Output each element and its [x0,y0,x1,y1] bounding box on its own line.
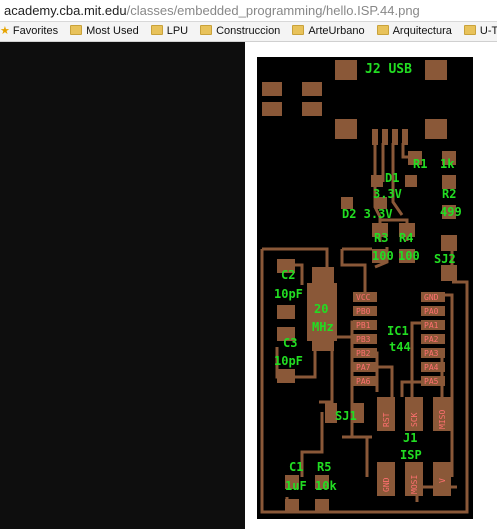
r2-label: R2 [442,187,456,201]
ic1-pin-vcc: VCC [356,293,371,302]
ic1-pin-pb0: PB0 [356,307,371,316]
url-path: /classes/embedded_programming/hello.ISP.… [126,3,420,18]
ic1-pin-pa0: PA0 [424,307,439,316]
crystal-label: 20 [314,302,328,316]
sj2-label: SJ2 [434,252,456,266]
ic1-pin-pb2: PB2 [356,349,371,358]
r3-value: 100 [372,249,394,263]
component-labels: J2 USB R1 1k D1 3.3V R2 499 D2 3.3V R3 R… [274,62,462,493]
ic1-pin-pa1: PA1 [424,321,439,330]
j1-label: J1 [403,431,417,445]
bookmark-construccion[interactable]: Construccion [200,22,280,41]
d2-label: D2 3.3V [342,207,393,221]
j1-value: ISP [400,448,422,462]
c3-label: C3 [283,336,297,350]
folder-icon [200,25,213,35]
r5-value: 10k [315,479,337,493]
folder-icon [463,25,476,35]
c2-value: 10pF [274,287,303,301]
r4-label: R4 [399,231,413,245]
isp-v-label: V [438,478,447,483]
ic1-pin-pa5: PA5 [424,377,439,386]
ic1-pin-pa7: PA7 [356,363,371,372]
crystal-unit: MHz [312,320,334,334]
isp-miso-label: MISO [438,410,447,429]
ic1-pin-pa2: PA2 [424,335,439,344]
pcb-board-image: J2 USB R1 1k D1 3.3V R2 499 D2 3.3V R3 R… [257,57,473,519]
ic1-pin-pb1: PB1 [356,321,371,330]
bookmark-u-tt[interactable]: U-TT [463,22,497,41]
ic1-pin-pa4: PA4 [424,363,439,372]
ic1-pin-pa3: PA3 [424,349,439,358]
ic1-label: IC1 [387,324,409,338]
address-bar[interactable]: academy.cba.mit.edu/classes/embedded_pro… [0,0,497,22]
bookmark-most-used[interactable]: Most Used [70,22,139,41]
isp-mosi-label: MOSI [410,475,419,494]
folder-icon [376,25,389,35]
isp-rst-label: RST [382,412,391,427]
folder-icon [70,25,83,35]
folder-icon [150,25,163,35]
r4-value: 100 [398,249,420,263]
star-icon: ★ [0,25,10,37]
bookmark-arteurbano[interactable]: ArteUrbano [292,22,365,41]
c1-label: C1 [289,460,303,474]
c1-value: 1uF [285,479,307,493]
isp-pin-labels: RST SCK MISO GND MOSI V [382,410,447,494]
ic1-pin-gnd: GND [424,293,439,302]
copper-pads [262,60,457,513]
r3-label: R3 [374,231,388,245]
ic1-value: t44 [389,340,411,354]
bookmark-label: Arquitectura [392,25,452,37]
bookmark-label: U-TT [479,25,497,37]
sj1-label: SJ1 [335,409,357,423]
bookmark-label: Favorites [12,25,59,37]
bookmark-favorites[interactable]: ★Favorites [0,22,58,41]
bookmarks-bar: ★Favorites Most Used LPU Construccion ArteUr… [0,22,497,42]
bookmark-arquitectura[interactable]: Arquitectura [376,22,452,41]
r1-value: 1k [440,157,455,171]
ic1-pin-pb3: PB3 [356,335,371,344]
c2-label: C2 [281,268,295,282]
r1-label: R1 [413,157,427,171]
url-host: academy.cba.mit.edu [4,3,127,18]
c3-value: 10pF [274,354,303,368]
r2-value: 499 [440,205,462,219]
bookmark-label: Most Used [86,25,139,37]
isp-gnd-label: GND [382,477,391,492]
bookmark-label: LPU [166,25,189,37]
j2-label: J2 USB [365,62,412,77]
d1-value: 3.3V [373,187,402,201]
bookmark-label: ArteUrbano [308,25,365,37]
ic1-pin-pa6: PA6 [356,377,371,386]
folder-icon [292,25,305,35]
isp-sck-label: SCK [410,412,419,427]
bookmark-label: Construccion [216,25,281,37]
bookmark-lpu[interactable]: LPU [150,22,189,41]
d1-label: D1 [385,171,399,185]
r5-label: R5 [317,460,331,474]
